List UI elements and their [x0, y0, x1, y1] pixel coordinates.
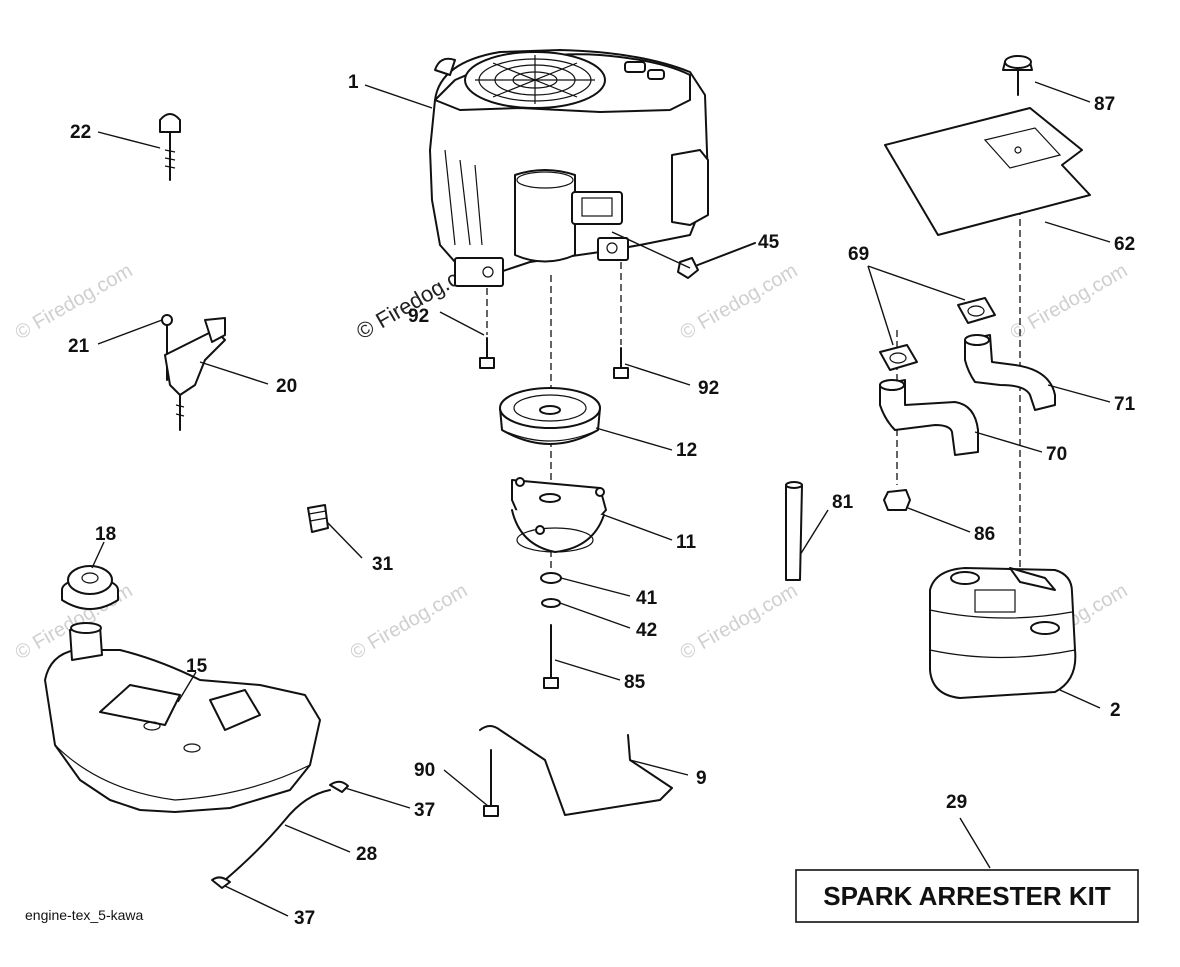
leader-85 — [554, 659, 621, 681]
leader-20 — [199, 361, 269, 385]
callout-28: 28 — [356, 844, 377, 865]
watermark-3: © Firedog.com — [347, 580, 472, 665]
fuel-cap-part — [61, 565, 119, 610]
exhaust-pipe-70-part — [879, 379, 979, 456]
leader-15 — [177, 671, 197, 703]
leader-92a — [439, 311, 485, 336]
spacer-31-part — [307, 504, 329, 533]
leader-86 — [907, 507, 971, 533]
callout-41: 41 — [636, 588, 658, 609]
leader-1 — [364, 84, 433, 109]
callout-1: 1 — [348, 72, 359, 93]
leader-92b — [624, 363, 691, 386]
bolt-87-part — [1002, 55, 1033, 96]
leader-41 — [560, 577, 631, 597]
gasket-69-left — [879, 344, 918, 371]
fuel-line-part — [224, 789, 331, 881]
leader-31 — [326, 521, 363, 559]
pulley-part — [499, 387, 601, 445]
leader-37b — [224, 885, 289, 917]
leader-87 — [1034, 81, 1091, 103]
leader-28 — [284, 824, 351, 853]
callout-42: 42 — [636, 620, 657, 641]
leader-90 — [443, 769, 489, 807]
callout-2: 2 — [1110, 700, 1121, 721]
throttle-control-part — [161, 314, 226, 431]
kit-label-box — [795, 869, 1139, 923]
leader-71 — [1047, 384, 1111, 403]
leader-42 — [559, 602, 631, 629]
callout-29: 29 — [946, 792, 967, 813]
bolt-92-right — [613, 347, 629, 379]
callout-85: 85 — [624, 672, 646, 693]
callout-81: 81 — [832, 492, 854, 513]
callout-37-upper: 37 — [414, 800, 435, 821]
fuel-tank-part — [44, 622, 321, 813]
leader-45 — [611, 231, 691, 269]
callout-45: 45 — [758, 232, 780, 253]
nut-86-part — [883, 489, 911, 511]
leader-69-right — [867, 265, 966, 301]
clutch-part — [511, 477, 607, 553]
leader-70 — [974, 431, 1043, 453]
leader-12 — [595, 427, 673, 451]
callout-22: 22 — [70, 122, 91, 143]
watermark-5: © Firedog.com — [677, 580, 802, 665]
leader-29 — [959, 817, 991, 869]
callout-31: 31 — [372, 554, 394, 575]
watermark-6: © Firedog.com — [1007, 260, 1132, 345]
callout-87: 87 — [1094, 94, 1115, 115]
muffler-part — [929, 567, 1077, 699]
heat-shield-part — [884, 107, 1091, 236]
clamp-37-upper-part — [329, 780, 349, 793]
washer-41-part — [540, 572, 562, 584]
leader-69-left — [867, 265, 894, 346]
exhaust-pipe-71-part — [964, 334, 1056, 411]
bolt-85-part — [543, 624, 559, 689]
tube-81-part — [785, 481, 803, 581]
choke-knob-part — [159, 113, 181, 181]
callout-92-right: 92 — [698, 378, 719, 399]
leader-81 — [799, 509, 829, 556]
engine-part — [429, 49, 709, 287]
leader-9 — [629, 759, 689, 776]
callout-18: 18 — [95, 524, 116, 545]
callout-71: 71 — [1114, 394, 1136, 415]
callout-70: 70 — [1046, 444, 1067, 465]
callouts: 1 22 21 20 92 92 45 12 11 31 41 42 85 18… — [68, 72, 1136, 929]
bolt-90-part — [483, 749, 499, 817]
clamp-37-lower-part — [211, 876, 231, 889]
callout-92-left: 92 — [408, 306, 429, 327]
callout-37-lower: 37 — [294, 908, 315, 929]
leader-22 — [97, 131, 161, 149]
leader-62 — [1044, 221, 1111, 243]
callout-69: 69 — [848, 244, 869, 265]
rod-part-9 — [479, 725, 673, 816]
callout-62: 62 — [1114, 234, 1135, 255]
leader-37a — [344, 787, 411, 809]
gasket-69-right — [957, 297, 996, 324]
kit-label: SPARK ARRESTER KIT — [823, 881, 1111, 911]
washer-42-part — [541, 598, 561, 608]
callout-86: 86 — [974, 524, 995, 545]
callout-9: 9 — [696, 768, 707, 789]
callout-15: 15 — [186, 656, 208, 677]
leader-21 — [97, 319, 163, 345]
callout-12: 12 — [676, 440, 697, 461]
callout-20: 20 — [276, 376, 297, 397]
reference-code: engine-tex_5-kawa — [25, 907, 144, 923]
leader-18 — [91, 541, 105, 569]
wire-part-45 — [677, 242, 756, 279]
leader-11 — [603, 514, 673, 541]
callout-90: 90 — [414, 760, 435, 781]
bolt-92-left — [479, 337, 495, 369]
callout-21: 21 — [68, 336, 90, 357]
callout-11: 11 — [676, 532, 697, 553]
leader-2 — [1059, 689, 1101, 709]
watermark-1: © Firedog.com — [12, 260, 137, 345]
